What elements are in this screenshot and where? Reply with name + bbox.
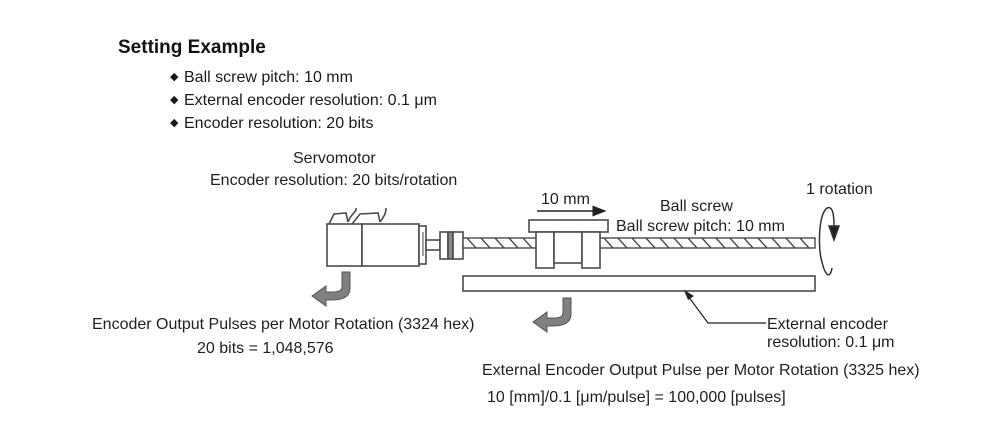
motor-body bbox=[361, 223, 420, 267]
coupling-left bbox=[439, 231, 449, 260]
screw-thread-line bbox=[701, 238, 712, 248]
curved-arrow-icon bbox=[532, 297, 572, 333]
motor-encoder-housing bbox=[326, 223, 363, 267]
external-encoder-label: External encoder resolution: 0.1 μm bbox=[767, 316, 895, 351]
bullet-item: ◆External encoder resolution: 0.1 μm bbox=[170, 89, 437, 112]
ball-screw-nut bbox=[528, 219, 609, 269]
encoder-output-title: Encoder Output Pulses per Motor Rotation… bbox=[92, 316, 475, 333]
screw-thread-line bbox=[771, 238, 782, 248]
screw-thread-line bbox=[480, 238, 491, 248]
screw-thread-line bbox=[687, 238, 698, 248]
bullet-item: ◆Encoder resolution: 20 bits bbox=[170, 112, 437, 135]
screw-thread-line bbox=[757, 238, 768, 248]
screw-thread-line bbox=[508, 238, 519, 248]
coupling-right bbox=[452, 231, 464, 260]
ball-screw-shaft bbox=[462, 237, 816, 249]
screw-thread-line bbox=[603, 238, 614, 248]
external-output-title: External Encoder Output Pulse per Motor … bbox=[482, 362, 920, 379]
external-encoder-scale bbox=[462, 275, 816, 292]
screw-thread-line bbox=[522, 238, 533, 248]
screw-thread-line bbox=[659, 238, 670, 248]
travel-label: 10 mm bbox=[541, 191, 590, 208]
leader-arrow-icon bbox=[684, 290, 694, 300]
servomotor-resolution: Encoder resolution: 20 bits/rotation bbox=[210, 172, 458, 189]
screw-thread-line bbox=[466, 238, 477, 248]
screw-thread-line bbox=[715, 238, 726, 248]
servomotor-title: Servomotor bbox=[293, 150, 376, 167]
screw-thread-line bbox=[673, 238, 684, 248]
external-output-formula: 10 [mm]/0.1 [μm/pulse] = 100,000 [pulses… bbox=[487, 389, 786, 406]
leader-line bbox=[687, 295, 766, 324]
settings-list: ◆Ball screw pitch: 10 mm ◆External encod… bbox=[170, 66, 437, 135]
bullet-icon: ◆ bbox=[170, 117, 179, 129]
screw-thread-line bbox=[645, 238, 656, 248]
servomotor-drawing bbox=[326, 207, 464, 267]
connector bbox=[328, 212, 349, 225]
page-title: Setting Example bbox=[118, 37, 266, 58]
shaft bbox=[425, 239, 441, 251]
screw-thread-line bbox=[729, 238, 740, 248]
screw-thread-line bbox=[494, 238, 505, 248]
screw-thread-line bbox=[743, 238, 754, 248]
rotation-label: 1 rotation bbox=[806, 181, 873, 198]
ball-screw-title: Ball screw bbox=[660, 198, 733, 215]
screw-thread-line bbox=[617, 238, 628, 248]
bullet-icon: ◆ bbox=[170, 94, 179, 106]
curved-arrow-icon bbox=[311, 271, 351, 307]
bullet-icon: ◆ bbox=[170, 71, 179, 83]
screw-thread-line bbox=[631, 238, 642, 248]
screw-thread-line bbox=[785, 238, 796, 248]
bullet-item: ◆Ball screw pitch: 10 mm bbox=[170, 66, 437, 89]
screw-thread-line bbox=[799, 238, 810, 248]
rotation-arrow-icon bbox=[818, 206, 841, 276]
ball-screw-pitch: Ball screw pitch: 10 mm bbox=[616, 218, 785, 235]
encoder-output-formula: 20 bits = 1,048,576 bbox=[197, 340, 334, 357]
